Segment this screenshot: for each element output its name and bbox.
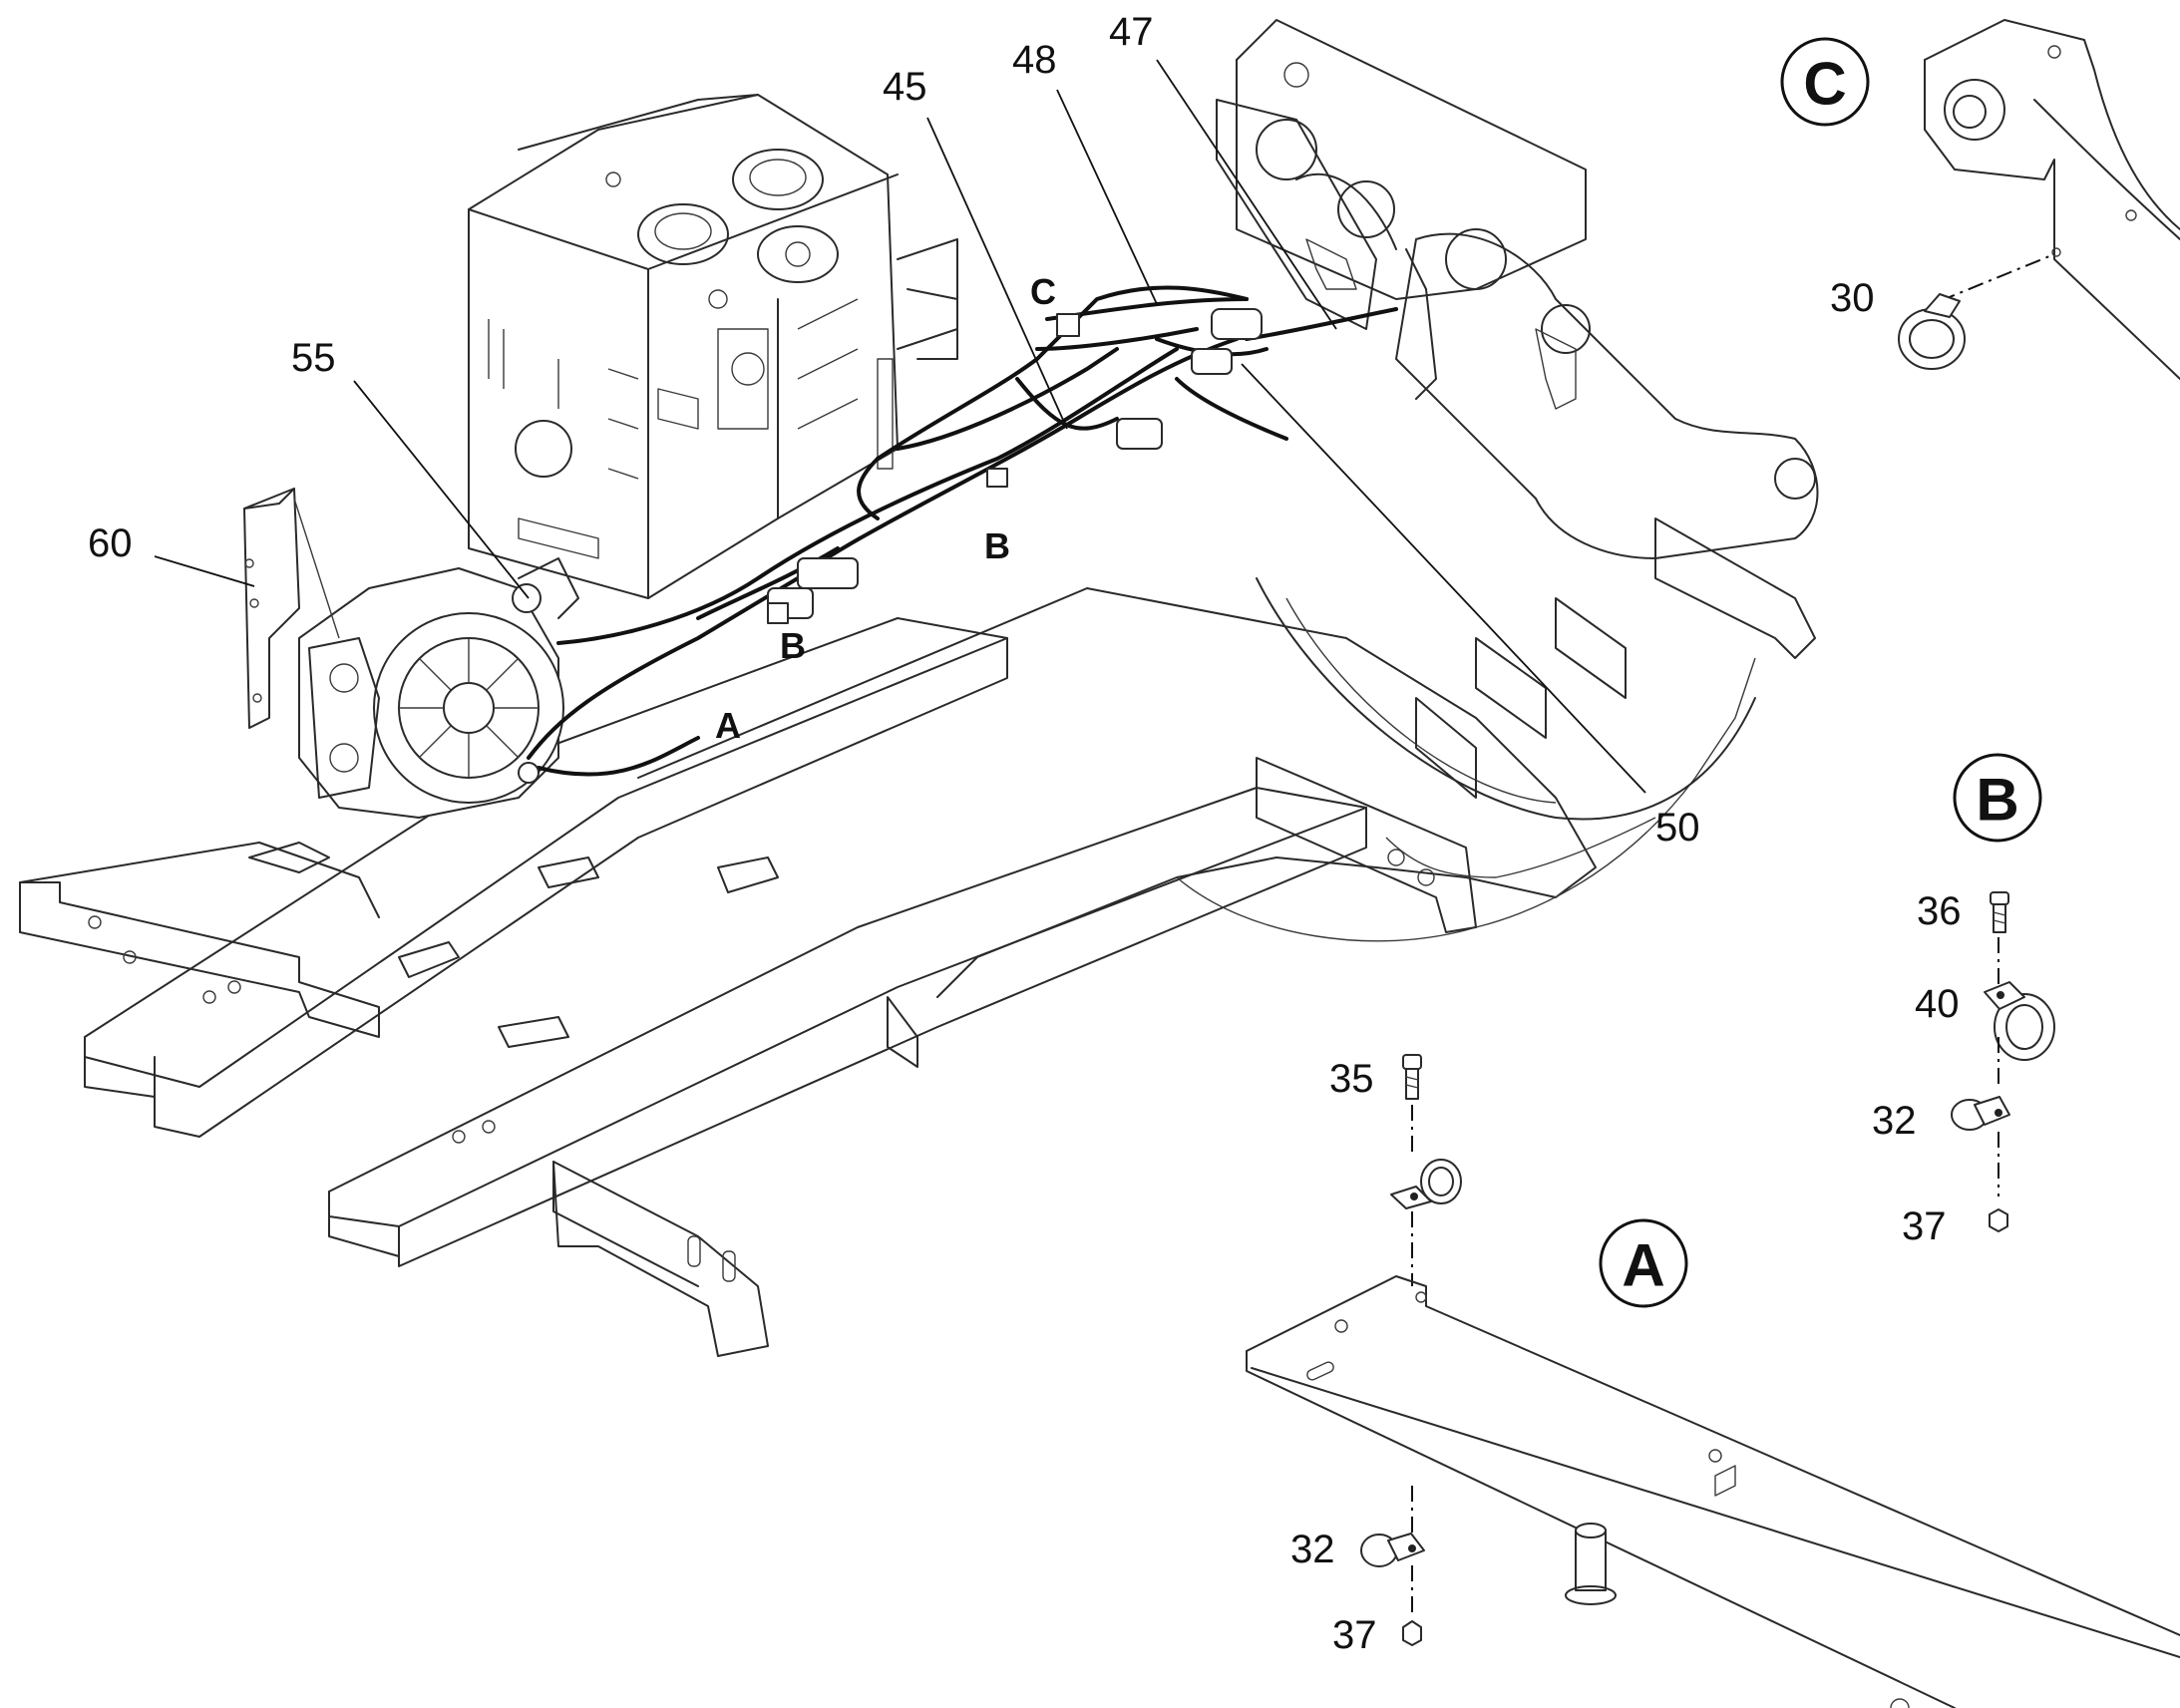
boom-pivot-structure <box>1216 19 1819 559</box>
leader-lines <box>154 59 1646 794</box>
detail-view-c <box>1898 19 2180 380</box>
label-55: 55 <box>291 336 336 380</box>
detail-view-badge-c: C <box>1780 37 1870 127</box>
label-45: 45 <box>883 65 927 109</box>
ref-b-lower: B <box>780 625 806 666</box>
detail-reference-letters: C B B A <box>715 271 1056 746</box>
label-30: 30 <box>1830 276 1875 320</box>
part-number-labels: 60 55 45 48 47 50 30 36 40 32 37 35 32 3… <box>88 10 1962 1657</box>
label-36: 36 <box>1917 889 1962 933</box>
flywheel-pump-assembly <box>298 557 579 819</box>
detail-view-badge-b: B <box>1953 753 2042 843</box>
label-40: 40 <box>1915 982 1960 1026</box>
ref-b-upper: B <box>984 525 1010 566</box>
label-32-b: 32 <box>1872 1099 1917 1143</box>
view-letter-a: A <box>1622 1232 1664 1299</box>
label-47: 47 <box>1109 10 1154 54</box>
view-letter-b: B <box>1976 767 2018 834</box>
label-32-a: 32 <box>1290 1528 1335 1571</box>
ref-c: C <box>1030 271 1056 312</box>
heat-shield-panel <box>243 488 340 729</box>
detail-view-badge-a: A <box>1599 1218 1688 1308</box>
label-48: 48 <box>1012 38 1057 82</box>
detail-view-a <box>1246 1054 2180 1708</box>
label-37-b: 37 <box>1902 1204 1947 1248</box>
engine-block <box>468 94 958 599</box>
hydraulic-hoses <box>512 285 1398 784</box>
detail-view-b <box>1951 891 2055 1232</box>
label-50: 50 <box>1655 806 1700 850</box>
label-35: 35 <box>1329 1057 1374 1101</box>
ref-a: A <box>715 705 741 746</box>
label-60: 60 <box>88 521 133 565</box>
view-letter-c: C <box>1803 51 1846 118</box>
chassis-frame <box>19 517 1816 1357</box>
label-37-a: 37 <box>1332 1613 1377 1657</box>
